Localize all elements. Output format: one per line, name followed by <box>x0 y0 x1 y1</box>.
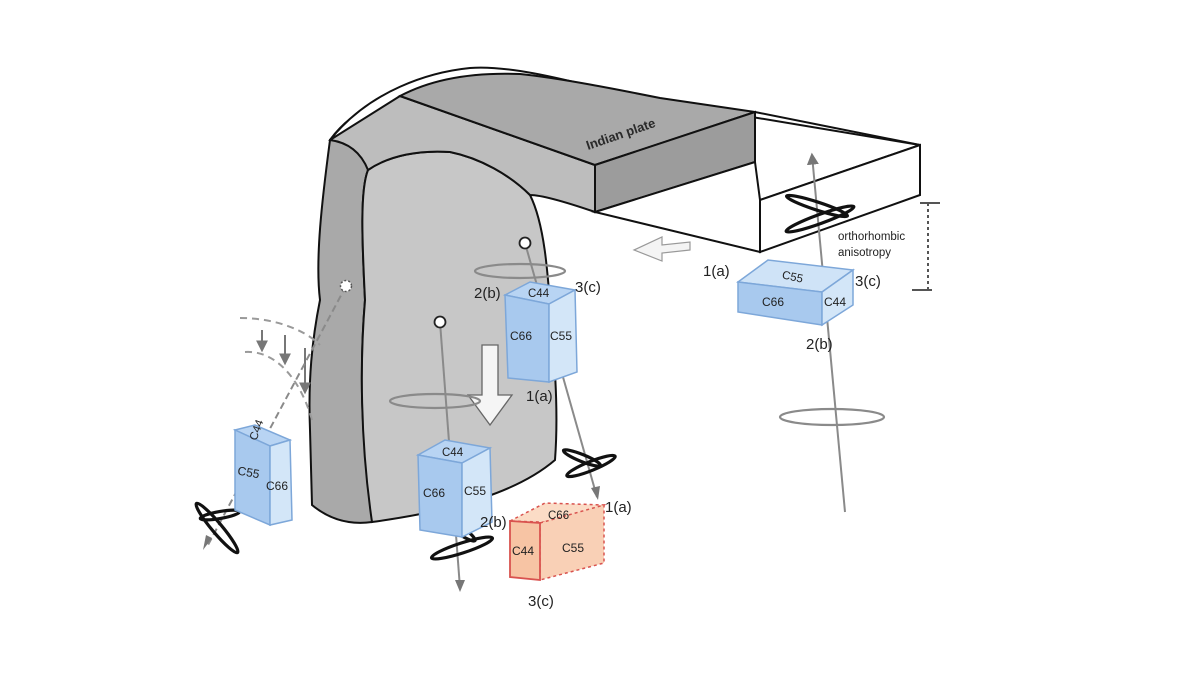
descent-small-arrows <box>256 330 311 395</box>
anisotropy-depth-bracket <box>912 202 940 291</box>
plate-edge <box>754 111 921 146</box>
split-shear-ellipses <box>194 193 856 561</box>
station-circle-icon <box>433 315 447 329</box>
crystal-side-label: C66 <box>266 479 288 493</box>
crystal-far-left: C44 C55 C66 <box>232 418 293 527</box>
axis-label-c: 3(c) <box>855 273 881 290</box>
crystal-center-lower: C44 C66 C55 2(b) <box>415 439 507 539</box>
crystal-side-face <box>548 288 578 384</box>
station-circle-icon <box>339 279 353 293</box>
crystal-center-upper: C44 C66 C55 2(b) 3(c) 1(a) <box>474 279 601 405</box>
axis-label-a: 1(a) <box>703 263 730 280</box>
crystal-side-label: C44 <box>512 544 534 558</box>
anisotropy-label-line2: anisotropy <box>838 247 891 259</box>
axis-label-b: 2(b) <box>480 514 507 531</box>
crystal-side-face <box>821 268 854 327</box>
subducting-slab <box>308 94 596 524</box>
indian-plate: Indian plate <box>329 66 921 254</box>
crystal-side-label: C44 <box>824 295 846 309</box>
crystal-side-label: C55 <box>550 329 572 343</box>
crystal-side-label: C55 <box>464 484 486 498</box>
ray-left <box>207 285 347 546</box>
crystal-right: C55 C66 C44 1(a) 3(c) 2(b) <box>703 259 881 353</box>
ray-left-arrow-icon <box>203 535 212 550</box>
ray-center-lower-arrow-icon <box>455 580 465 592</box>
crystal-top-label: C44 <box>528 288 550 300</box>
crystal-front-face <box>539 504 605 581</box>
crystal-side-face <box>461 446 493 539</box>
dashed-flow-lines <box>239 317 321 421</box>
crystal-front-label: C66 <box>762 295 784 309</box>
axis-label-b: 2(b) <box>806 336 833 353</box>
crystal-orange: C66 C55 C44 1(a) 3(c) <box>507 499 632 610</box>
fast-axis-ellipses <box>388 262 886 427</box>
plate-tip-front <box>759 143 921 254</box>
ray-center-upper-arrow-icon <box>591 486 600 500</box>
station-circle-icon <box>518 236 532 250</box>
crystal-front-label: C55 <box>237 464 261 482</box>
axis-label-a: 1(a) <box>526 388 553 405</box>
crystal-top-label: C55 <box>781 270 804 286</box>
axis-label-b: 2(b) <box>474 285 501 302</box>
plate-motion-arrow-icon <box>632 236 691 262</box>
axis-label-c: 3(c) <box>575 279 601 296</box>
crystal-top-label: C66 <box>548 510 569 522</box>
crystal-side-face <box>509 520 541 581</box>
slab-descent-arrow-icon <box>466 344 514 427</box>
axis-label-c: 3(c) <box>528 593 554 610</box>
axis-label-a: 1(a) <box>605 499 632 516</box>
crystal-top-label: C44 <box>442 447 464 459</box>
crystal-side-face <box>269 438 293 526</box>
crystal-front-label: C66 <box>510 329 532 343</box>
crystal-front-label: C66 <box>423 486 445 500</box>
anisotropy-label-line1: orthorhombic <box>838 231 905 243</box>
plate-shaded-top <box>397 72 756 167</box>
crystal-front-label: C55 <box>562 541 584 555</box>
